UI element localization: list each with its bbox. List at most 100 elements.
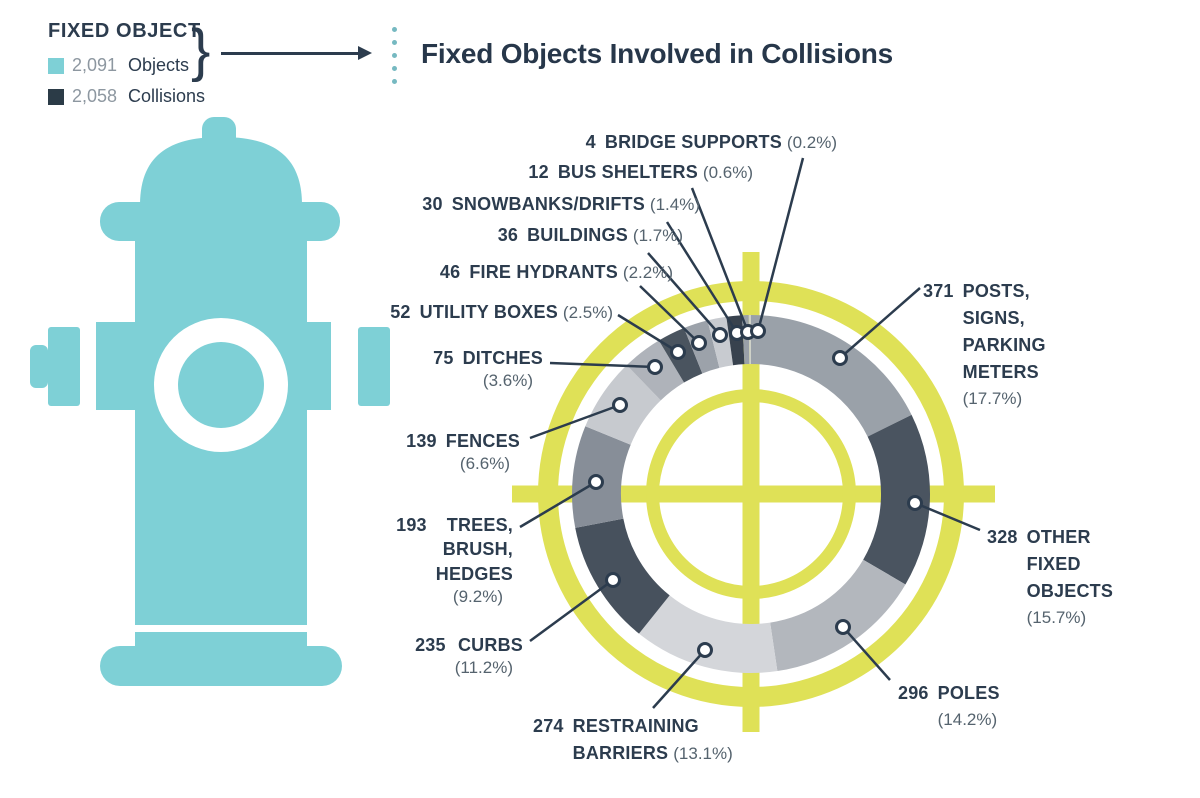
leader-line-poles [842,626,891,681]
arrow-right-icon [358,46,372,60]
fire-hydrant-icon [30,117,390,686]
legend-title: FIXED OBJECT [48,20,201,42]
collisions-swatch-icon [48,88,64,105]
segment-pct: (9.2%) [452,586,503,606]
collisions-count: 2,058 [72,86,118,106]
segment-pct: (2.5%) [562,303,613,322]
segment-pct: (11.2%) [454,658,513,678]
target-outer-ring [538,281,964,707]
segment-pct: (6.6%) [459,454,510,474]
marker-restraining-barriers-icon [697,642,713,658]
leader-line-other-fixed-objects [914,501,981,532]
segment-value: 36 [497,225,519,245]
marker-other-fixed-objects-icon [907,495,923,511]
marker-ditches-icon [647,359,663,375]
segment-pct: (17.7%) [962,389,1023,408]
target-inner-ring [646,389,856,599]
segment-other-fixed-objects [863,414,930,585]
marker-fences-icon [612,397,628,413]
marker-curbs-icon [605,572,621,588]
segment-value: 235 [415,635,446,655]
objects-count: 2,091 [72,55,118,75]
leader-line-posts-signs-parking-meters [839,287,921,359]
leader-line-fences [529,403,621,440]
segment-value: 139 [406,431,437,451]
callout-ditches: 75 DITCHES(3.6%) [433,346,543,393]
segment-name: BRIDGE SUPPORTS(0.2%) [604,132,837,152]
segment-name: TREES,BRUSH,HEDGES(9.2%) [436,513,513,609]
segment-pct: (3.6%) [482,371,533,391]
segment-value: 274 [533,716,564,736]
segment-name: POLES(14.2%) [938,680,1000,733]
leader-line-buildings [647,252,721,336]
target-vertical-bar [742,252,760,732]
callout-buildings: 36 BUILDINGS(1.7%) [498,223,683,248]
leader-line-fire-hydrants [639,285,700,344]
marker-posts-signs-parking-meters-icon [832,350,848,366]
segment-value: 52 [390,302,411,322]
segment-pct: (1.7%) [632,226,683,245]
leader-line-curbs [529,578,614,643]
segment-restraining-barriers [638,595,778,673]
segment-name: BUS SHELTERS(0.6%) [557,162,753,182]
segment-name: UTILITY BOXES(2.5%) [419,302,613,322]
segment-poles [770,559,906,672]
segment-value: 193 [396,515,427,535]
callout-trees-brush-hedges: 193 TREES,BRUSH,HEDGES(9.2%) [396,513,513,609]
segment-name: BUILDINGS(1.7%) [527,225,683,245]
page-title: Fixed Objects Involved in Collisions [421,38,894,69]
segment-value: 296 [898,683,929,703]
dotted-separator-icon [392,27,397,84]
segment-value: 328 [987,527,1018,547]
leader-line-restraining-barriers [652,649,706,709]
marker-buildings-icon [712,327,728,343]
callout-snowbanks-drifts: 30 SNOWBANKS/DRIFTS(1.4%) [422,192,700,217]
segment-value: 4 [585,132,596,152]
curly-brace-icon: } [191,18,211,83]
segment-name: FIRE HYDRANTS(2.2%) [469,262,673,282]
marker-utility-boxes-icon [670,344,686,360]
legend-item-collisions: 2,058 Collisions [48,86,205,107]
arrow-line-icon [221,52,361,55]
segment-name: SNOWBANKS/DRIFTS(1.4%) [451,194,700,214]
callout-curbs: 235 CURBS(11.2%) [415,633,523,680]
segment-pct: (13.1%) [673,744,733,763]
segment-value: 30 [422,194,443,214]
segment-pct: (2.2%) [622,263,673,282]
leader-line-bus-shelters [690,187,750,333]
callout-fire-hydrants: 46 FIRE HYDRANTS(2.2%) [440,260,673,285]
segment-name: DITCHES(3.6%) [463,346,543,393]
callout-poles: 296 POLES(14.2%) [898,680,1000,733]
leader-line-snowbanks-drifts [665,221,739,334]
leader-line-ditches [549,361,656,369]
segment-value: 46 [439,262,461,282]
segment-pct: (14.2%) [937,710,998,729]
objects-swatch-icon [48,57,64,74]
segment-pct: (0.6%) [702,163,753,182]
marker-poles-icon [835,619,851,635]
segment-pct: (15.7%) [1026,608,1087,627]
marker-bridge-supports-icon [750,323,766,339]
segment-posts-signs-parking-meters [751,315,912,437]
segment-value: 75 [433,348,454,368]
callout-fences: 139 FENCES(6.6%) [406,429,520,476]
leader-line-bridge-supports [756,157,805,332]
collisions-label: Collisions [128,86,206,106]
leader-line-trees-brush-hedges [519,480,597,529]
segment-pct: (0.2%) [786,133,837,152]
callout-utility-boxes: 52 UTILITY BOXES(2.5%) [390,300,613,325]
segment-name: CURBS(11.2%) [455,633,523,680]
objects-label: Objects [128,55,190,75]
legend-item-objects: 2,091 Objects [48,55,189,76]
marker-trees-brush-hedges-icon [588,474,604,490]
marker-fire-hydrants-icon [691,335,707,351]
segment-name: FENCES(6.6%) [446,429,520,476]
callout-bridge-supports: 4 BRIDGE SUPPORTS(0.2%) [586,130,837,155]
